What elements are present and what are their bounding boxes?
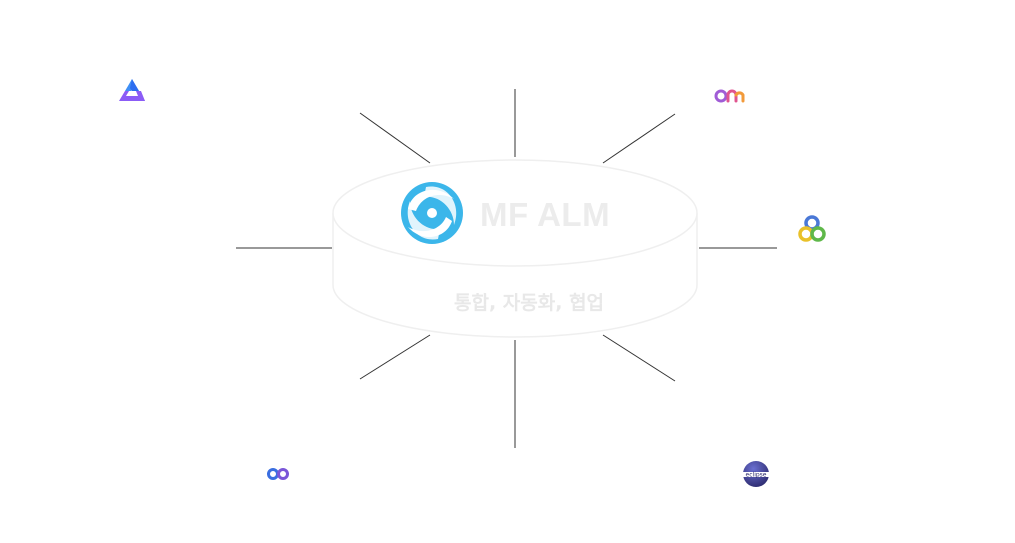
eclipse-label: eclipse — [746, 472, 767, 479]
center-subtitle: 통합, 자동화, 협업 — [454, 292, 605, 314]
connector-top-left — [359, 112, 431, 164]
connector-bottom-left — [359, 334, 431, 380]
connector-bottom-right — [602, 334, 676, 382]
mf-alm-swirl-icon — [401, 182, 463, 244]
infinity-loop-icon — [267, 468, 289, 480]
om-logo-icon — [714, 89, 745, 103]
connector-top-right — [602, 113, 676, 164]
center-title: MF ALM — [480, 196, 611, 233]
pipeline-links-icon — [798, 215, 826, 242]
connector-lines — [236, 89, 777, 448]
eclipse-icon: eclipse — [742, 461, 770, 487]
triangle-logo-icon — [119, 79, 145, 101]
